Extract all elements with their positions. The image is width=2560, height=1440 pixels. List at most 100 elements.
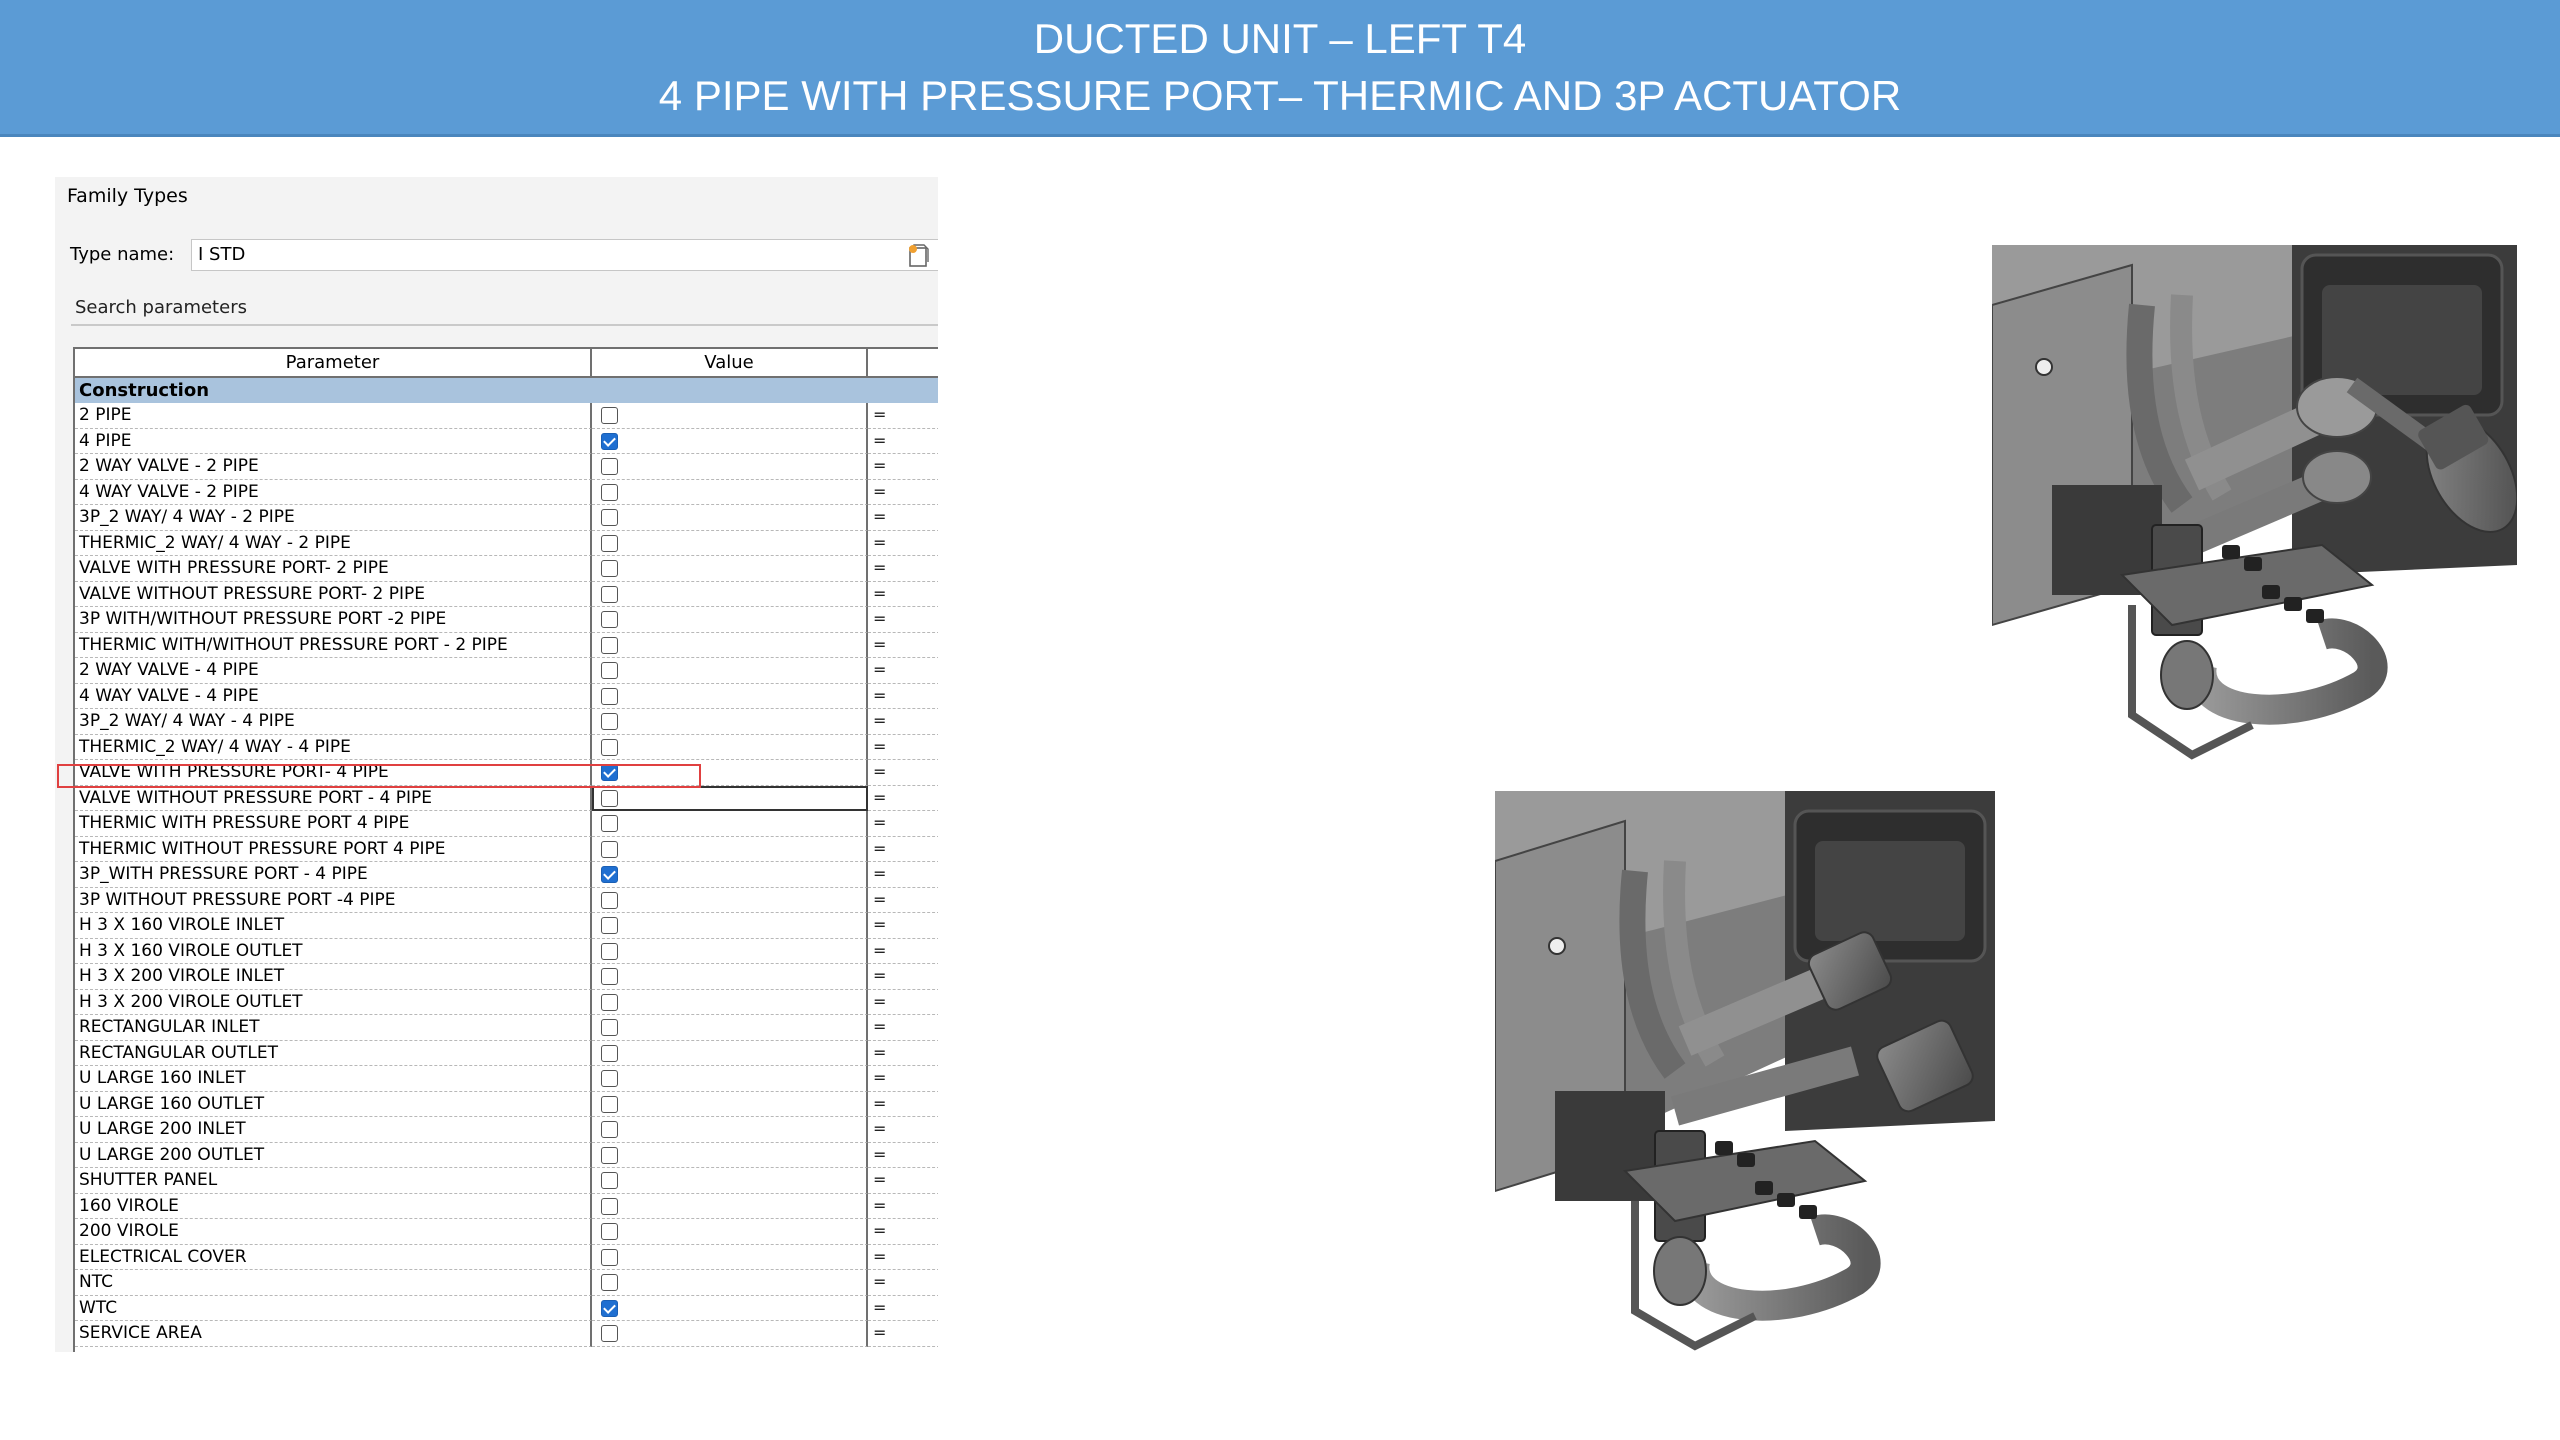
parameter-value-cell[interactable] [592, 479, 868, 505]
table-row[interactable]: 3P WITH/WITHOUT PRESSURE PORT -2 PIPE= [75, 607, 938, 633]
formula-cell[interactable]: = [868, 786, 938, 811]
formula-cell[interactable]: = [868, 607, 938, 633]
formula-cell[interactable]: = [868, 939, 938, 964]
parameter-checkbox[interactable] [601, 1223, 618, 1240]
formula-cell[interactable]: = [868, 913, 938, 939]
formula-cell[interactable]: = [868, 480, 938, 505]
formula-cell[interactable]: = [868, 1143, 938, 1168]
parameter-checkbox[interactable] [601, 611, 618, 628]
formula-cell[interactable]: = [868, 735, 938, 760]
table-row[interactable]: U LARGE 160 OUTLET= [75, 1091, 938, 1117]
parameter-checkbox[interactable] [601, 1146, 618, 1164]
table-row[interactable]: 2 PIPE= [75, 403, 938, 429]
table-row[interactable]: VALVE WITH PRESSURE PORT- 4 PIPE= [75, 760, 938, 786]
parameter-value-cell[interactable] [592, 1270, 868, 1296]
parameter-value-cell[interactable] [592, 1193, 868, 1219]
table-row[interactable]: VALVE WITH PRESSURE PORT- 2 PIPE= [75, 556, 938, 582]
parameter-checkbox[interactable] [601, 942, 618, 960]
formula-cell[interactable]: = [868, 684, 938, 709]
table-row[interactable]: NTC= [75, 1270, 938, 1296]
formula-cell[interactable]: = [868, 454, 938, 480]
parameter-value-cell[interactable] [592, 811, 868, 837]
parameter-checkbox[interactable] [601, 917, 618, 934]
parameter-value-cell[interactable] [592, 1295, 868, 1321]
parameter-value-cell[interactable] [592, 1040, 868, 1066]
parameter-checkbox[interactable] [601, 458, 618, 475]
table-row[interactable]: H 3 X 200 VIROLE INLET= [75, 964, 938, 990]
table-row[interactable]: THERMIC WITH/WITHOUT PRESSURE PORT - 2 P… [75, 632, 938, 658]
parameter-checkbox[interactable] [601, 891, 618, 909]
formula-cell[interactable]: = [868, 1321, 938, 1347]
parameter-value-cell[interactable] [592, 658, 868, 684]
parameter-value-cell[interactable] [592, 1142, 868, 1168]
parameter-checkbox[interactable] [601, 866, 618, 883]
formula-cell[interactable]: = [868, 429, 938, 454]
parameter-checkbox[interactable] [601, 509, 618, 526]
formula-cell[interactable]: = [868, 1194, 938, 1219]
search-parameters-input[interactable]: Search parameters [71, 292, 938, 326]
parameter-value-cell[interactable] [592, 887, 868, 913]
table-row[interactable]: U LARGE 200 OUTLET= [75, 1142, 938, 1168]
table-row[interactable]: THERMIC_2 WAY/ 4 WAY - 2 PIPE= [75, 530, 938, 556]
formula-cell[interactable]: = [868, 531, 938, 556]
parameter-checkbox[interactable] [601, 1274, 618, 1291]
parameter-value-cell[interactable] [592, 1091, 868, 1117]
table-row[interactable]: 2 WAY VALVE - 4 PIPE= [75, 658, 938, 684]
table-row[interactable]: 4 WAY VALVE - 4 PIPE= [75, 683, 938, 709]
parameter-checkbox[interactable] [601, 1248, 618, 1266]
formula-cell[interactable]: = [868, 837, 938, 862]
parameter-value-cell[interactable] [592, 632, 868, 658]
parameter-value-cell[interactable] [592, 505, 868, 531]
table-row[interactable]: 3P_2 WAY/ 4 WAY - 4 PIPE= [75, 709, 938, 735]
parameter-value-cell[interactable] [592, 734, 868, 760]
parameter-checkbox[interactable] [601, 1299, 618, 1317]
column-header-parameter[interactable]: Parameter [75, 349, 592, 378]
formula-cell[interactable]: = [868, 403, 938, 429]
parameter-checkbox[interactable] [601, 840, 618, 858]
parameter-checkbox[interactable] [601, 968, 618, 985]
formula-cell[interactable]: = [868, 1117, 938, 1143]
formula-cell[interactable]: = [868, 582, 938, 607]
formula-cell[interactable]: = [868, 811, 938, 837]
table-row[interactable]: SERVICE AREA= [75, 1321, 938, 1347]
table-row[interactable]: 4 PIPE= [75, 428, 938, 454]
formula-cell[interactable]: = [868, 1041, 938, 1066]
parameter-checkbox[interactable] [601, 993, 618, 1011]
table-row[interactable]: 3P_2 WAY/ 4 WAY - 2 PIPE= [75, 505, 938, 531]
formula-cell[interactable]: = [868, 1092, 938, 1117]
parameter-value-cell[interactable] [592, 836, 868, 862]
parameter-checkbox[interactable] [601, 662, 618, 679]
table-row[interactable]: 3P_WITH PRESSURE PORT - 4 PIPE= [75, 862, 938, 888]
parameter-checkbox[interactable] [601, 407, 618, 424]
table-row[interactable]: THERMIC_2 WAY/ 4 WAY - 4 PIPE= [75, 734, 938, 760]
formula-cell[interactable]: = [868, 1219, 938, 1245]
formula-cell[interactable]: = [868, 658, 938, 684]
parameter-checkbox[interactable] [601, 1070, 618, 1087]
formula-cell[interactable]: = [868, 556, 938, 582]
table-row[interactable]: ELECTRICAL COVER= [75, 1244, 938, 1270]
parameter-value-cell[interactable] [592, 964, 868, 990]
parameter-checkbox[interactable] [601, 1197, 618, 1215]
formula-cell[interactable]: = [868, 1015, 938, 1041]
formula-cell[interactable]: = [868, 990, 938, 1015]
table-row[interactable]: H 3 X 200 VIROLE OUTLET= [75, 989, 938, 1015]
parameter-checkbox[interactable] [601, 534, 618, 552]
formula-cell[interactable]: = [868, 633, 938, 658]
parameter-checkbox[interactable] [601, 789, 618, 807]
parameter-value-cell[interactable] [592, 1321, 868, 1347]
table-row[interactable]: 2 WAY VALVE - 2 PIPE= [75, 454, 938, 480]
parameter-value-cell[interactable] [592, 1066, 868, 1092]
parameter-value-cell[interactable] [592, 454, 868, 480]
table-row[interactable]: WTC= [75, 1295, 938, 1321]
table-row[interactable]: H 3 X 160 VIROLE INLET= [75, 913, 938, 939]
parameter-checkbox[interactable] [601, 687, 618, 705]
parameter-value-cell[interactable] [592, 1219, 868, 1245]
table-row[interactable]: RECTANGULAR OUTLET= [75, 1040, 938, 1066]
parameter-checkbox[interactable] [601, 560, 618, 577]
table-row[interactable]: THERMIC WITH PRESSURE PORT 4 PIPE= [75, 811, 938, 837]
formula-cell[interactable]: = [868, 1270, 938, 1296]
formula-cell[interactable]: = [868, 964, 938, 990]
formula-cell[interactable]: = [868, 1066, 938, 1092]
formula-cell[interactable]: = [868, 888, 938, 913]
parameter-value-cell[interactable] [592, 1168, 868, 1194]
